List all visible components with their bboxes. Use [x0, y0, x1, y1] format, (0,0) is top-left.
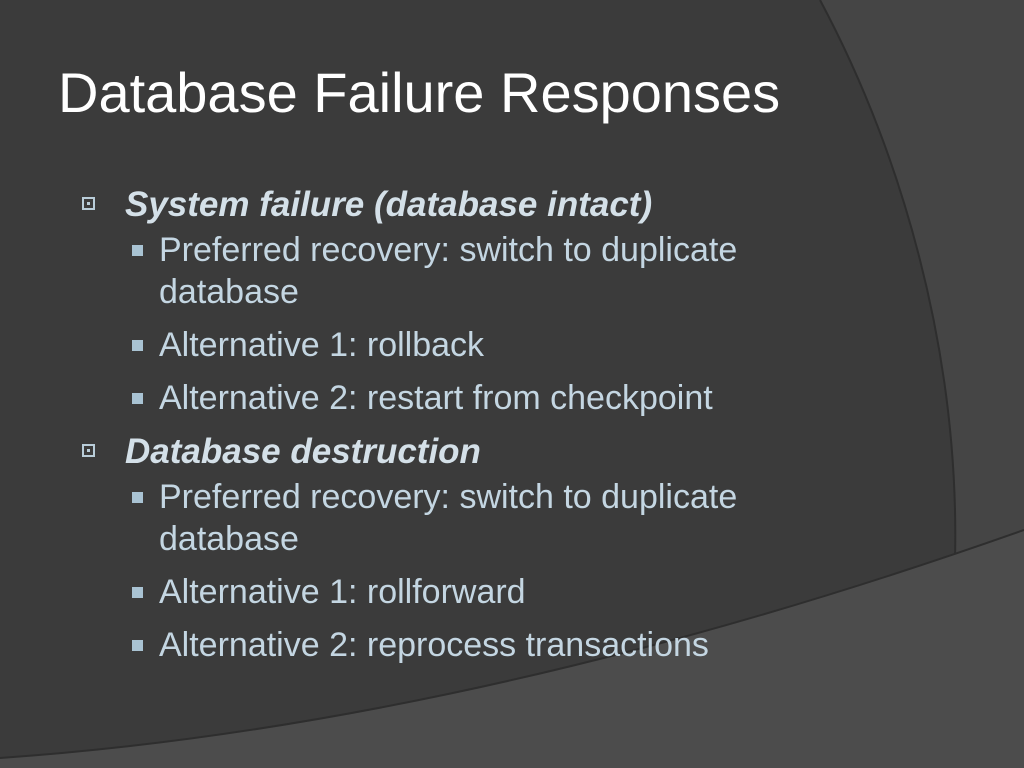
square-bullet-icon [132, 640, 143, 651]
square-bullet-icon [132, 340, 143, 351]
background-wave-line [0, 529, 1024, 759]
background-wave-shape [0, 530, 1024, 768]
slide-title: Database Failure Responses [58, 61, 781, 124]
list-item: Alternative 1: rollback [78, 324, 858, 366]
list-item: Alternative 1: rollforward [78, 571, 858, 613]
square-bullet-icon [132, 393, 143, 404]
list-item: Preferred recovery: switch to duplicate … [78, 476, 858, 560]
list-item-text: Alternative 2: restart from checkpoint [159, 379, 713, 417]
list-item-text: Preferred recovery: switch to duplicate … [159, 231, 738, 311]
section-heading-text: Database destruction [125, 432, 481, 471]
list-item-text: Alternative 1: rollback [159, 326, 485, 364]
section-heading-text: System failure (database intact) [125, 185, 653, 224]
square-bullet-icon [132, 587, 143, 598]
square-bullet-icon [132, 245, 143, 256]
section-heading: Database destruction [78, 430, 858, 474]
list-item-text: Alternative 2: reprocess transactions [159, 626, 709, 664]
list-item: Alternative 2: reprocess transactions [78, 624, 858, 666]
slide-content: System failure (database intact) Preferr… [78, 183, 858, 677]
list-item-text: Alternative 1: rollforward [159, 573, 526, 611]
list-item: Alternative 2: restart from checkpoint [78, 377, 858, 419]
list-item: Preferred recovery: switch to duplicate … [78, 229, 858, 313]
list-item-text: Preferred recovery: switch to duplicate … [159, 478, 738, 558]
square-outline-bullet-icon [82, 444, 95, 457]
square-bullet-icon [132, 492, 143, 503]
section-heading: System failure (database intact) [78, 183, 858, 227]
square-outline-bullet-icon [82, 197, 95, 210]
